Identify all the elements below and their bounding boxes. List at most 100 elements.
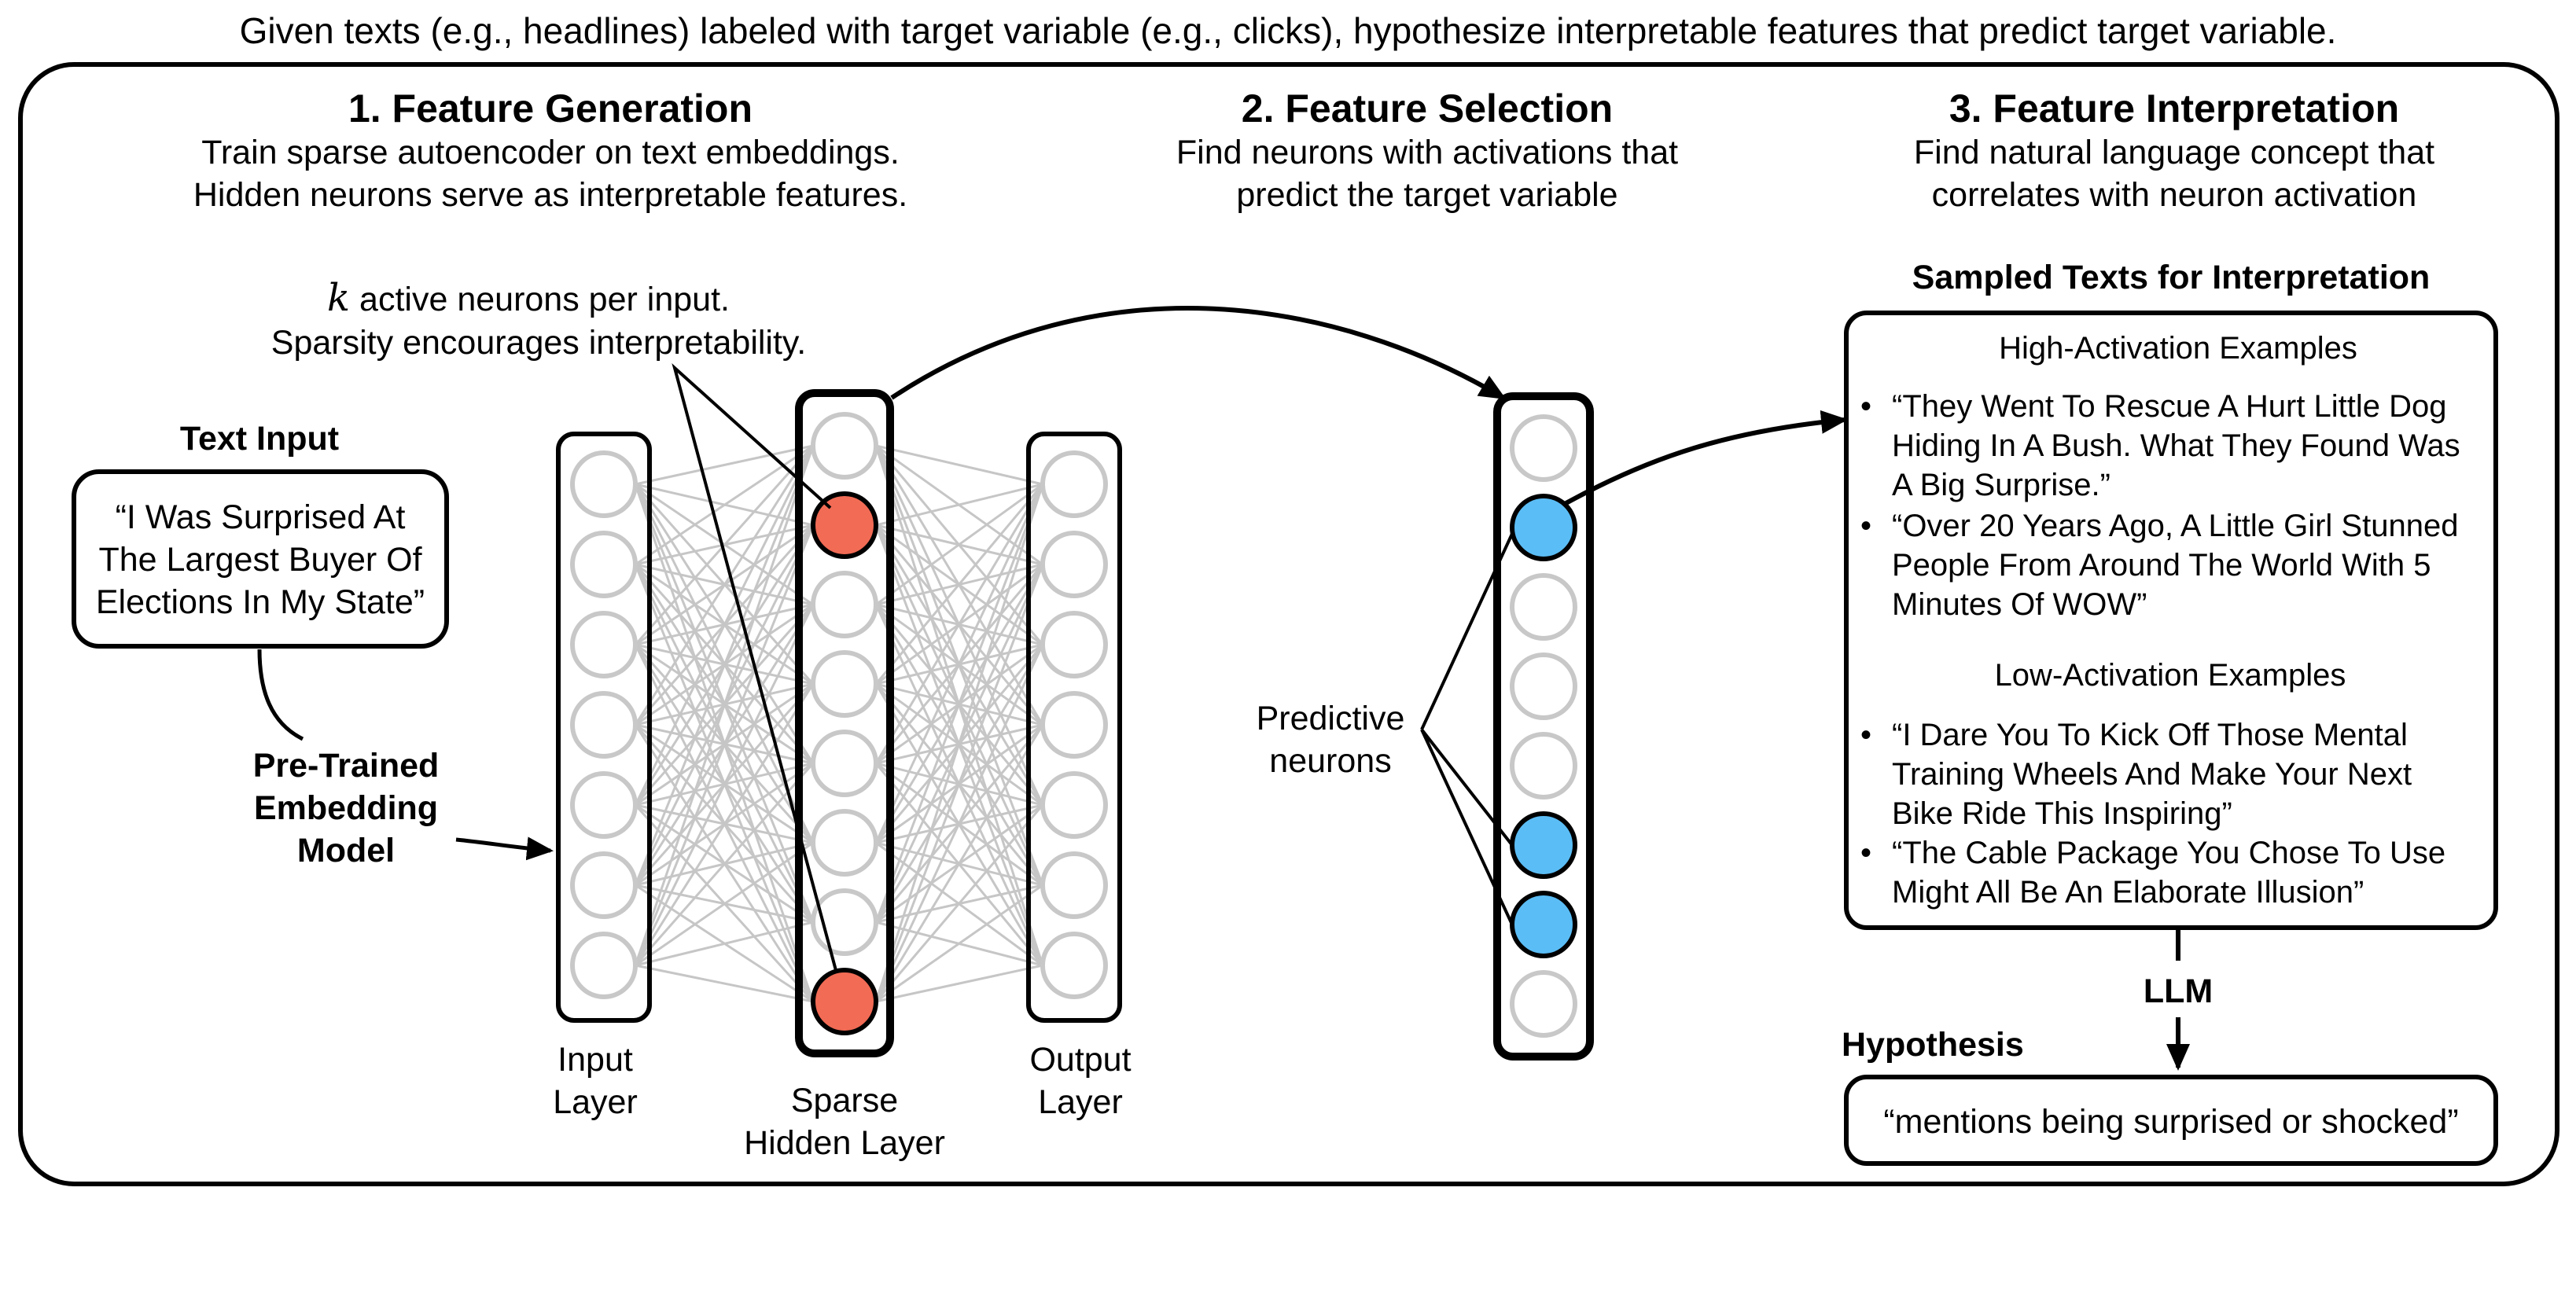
embedding-to-input-arrow (455, 836, 554, 861)
text-input-line: Elections In My State” (96, 583, 425, 621)
embedding-model-line: Pre-Trained (253, 747, 440, 785)
connection-line (634, 445, 815, 966)
output-neuron (1040, 932, 1108, 999)
connections-hidden-output (874, 444, 1044, 1003)
input-neuron (570, 932, 638, 999)
connection-line (874, 483, 1044, 764)
text-to-embedding-curve (257, 649, 304, 741)
hidden-neuron (811, 571, 878, 638)
section-desc-line: Hidden neurons serve as interpretable fe… (193, 176, 907, 214)
input-layer-label: Layer (553, 1083, 638, 1121)
sparsity-pointer-lines (672, 363, 838, 974)
bullet: • (1860, 509, 1871, 543)
input-layer-neurons (570, 450, 638, 999)
connection-line (875, 483, 1043, 606)
bullet: • (1860, 389, 1871, 424)
high-example-2: • “Over 20 Years Ago, A Little Girl Stun… (1860, 509, 2458, 622)
connection-line (635, 964, 814, 1003)
text-input-line: The Largest Buyer Of (98, 541, 422, 579)
input-layer-label: Input (558, 1041, 633, 1079)
connection-line (635, 444, 814, 486)
hypothesis-text: “mentions being surprised or shocked” (1883, 1103, 2458, 1141)
sampled-texts-title: Sampled Texts for Interpretation (1912, 259, 2431, 296)
predictive-neurons-label: neurons (1269, 742, 1391, 780)
low-example-2: • “The Cable Package You Chose To Use Mi… (1860, 836, 2445, 910)
hidden-neuron (811, 730, 878, 797)
hidden-neuron (811, 412, 878, 480)
section-title: 1. Feature Generation (348, 86, 753, 130)
high-activation-title: High-Activation Examples (1999, 331, 2357, 366)
section-feature-generation-header: 1. Feature Generation Train sparse autoe… (193, 86, 907, 214)
hidden-layer-label: Hidden Layer (744, 1124, 945, 1162)
hidden-layer-box (795, 389, 894, 1057)
selection-neuron (1510, 414, 1577, 482)
hidden-layer-neurons (811, 412, 878, 1035)
connection-line (635, 841, 814, 967)
bullet: • (1860, 836, 1871, 870)
sparsity-note-line2: Sparsity encourages interpretability. (271, 324, 806, 362)
connection-line (634, 445, 815, 726)
k-variable: k (327, 276, 350, 320)
hypothesis-label: Hypothesis (1842, 1026, 2024, 1064)
high-example-1: • “They Went To Rescue A Hurt Little Dog… (1860, 389, 2460, 502)
output-layer-neurons (1040, 450, 1108, 999)
section-feature-selection-header: 2. Feature Selection Find neurons with a… (1176, 86, 1678, 214)
output-neuron (1040, 531, 1108, 598)
connection-line (874, 483, 1044, 1002)
predictive-neuron (1510, 494, 1577, 561)
sparsity-note-rest: active neurons per input. (350, 281, 730, 318)
example-line: Training Wheels And Make Your Next (1892, 757, 2412, 792)
predictive-pointer-lines (1420, 533, 1514, 925)
connection-line (634, 445, 815, 645)
connection-line (634, 445, 815, 806)
connection-line (874, 564, 1044, 1002)
section-desc-line: correlates with neuron activation (1932, 176, 2417, 214)
connection-line (874, 483, 1044, 923)
embedding-model-line: Model (297, 832, 395, 869)
output-neuron (1040, 691, 1108, 759)
output-neuron (1040, 771, 1108, 839)
connection-line (634, 604, 815, 966)
example-line: “They Went To Rescue A Hurt Little Dog (1892, 389, 2447, 424)
example-line: A Big Surprise.” (1892, 468, 2110, 502)
connection-line (874, 483, 1044, 685)
connection-line (635, 921, 814, 967)
connection-line (634, 445, 815, 886)
selection-neuron (1510, 732, 1577, 800)
embedding-model-line: Embedding (254, 789, 438, 827)
selection-layer-box (1493, 392, 1594, 1061)
example-line: “I Dare You To Kick Off Those Mental (1892, 718, 2408, 752)
example-line: “Over 20 Years Ago, A Little Girl Stunne… (1892, 509, 2458, 543)
bullet: • (1860, 718, 1871, 752)
input-neuron (570, 450, 638, 518)
connection-line (634, 524, 815, 966)
section-desc-line: Find natural language concept that (1914, 134, 2434, 171)
example-line: Hiding In A Bush. What They Found Was (1892, 428, 2460, 463)
example-line: Minutes Of WOW” (1892, 587, 2147, 622)
predictive-neuron (1510, 891, 1577, 958)
input-neuron (570, 611, 638, 678)
connection-line (874, 483, 1044, 844)
section-title: 3. Feature Interpretation (1949, 86, 2399, 130)
sparsity-note-line1: k active neurons per input. (327, 276, 730, 320)
low-example-1: • “I Dare You To Kick Off Those Mental T… (1860, 718, 2412, 831)
selection-neuron (1510, 652, 1577, 720)
input-neuron (570, 851, 638, 919)
active-hidden-neuron (811, 968, 878, 1035)
connection-line (634, 683, 815, 966)
selection-to-interpretation-arrow (1562, 410, 1848, 507)
hidden-neuron (811, 650, 878, 718)
text-input-box (72, 469, 449, 649)
input-neuron (570, 531, 638, 598)
connection-line (874, 644, 1044, 1002)
example-line: Might All Be An Elaborate Illusion” (1892, 875, 2364, 910)
section-title: 2. Feature Selection (1242, 86, 1613, 130)
text-input-line: “I Was Surprised At (116, 498, 406, 536)
active-hidden-neuron (811, 491, 878, 559)
hidden-layer-label: Sparse (791, 1082, 898, 1119)
predictive-neuron (1510, 811, 1577, 879)
output-neuron (1040, 450, 1108, 518)
input-neuron (570, 771, 638, 839)
sampled-texts-box (1844, 311, 2498, 930)
